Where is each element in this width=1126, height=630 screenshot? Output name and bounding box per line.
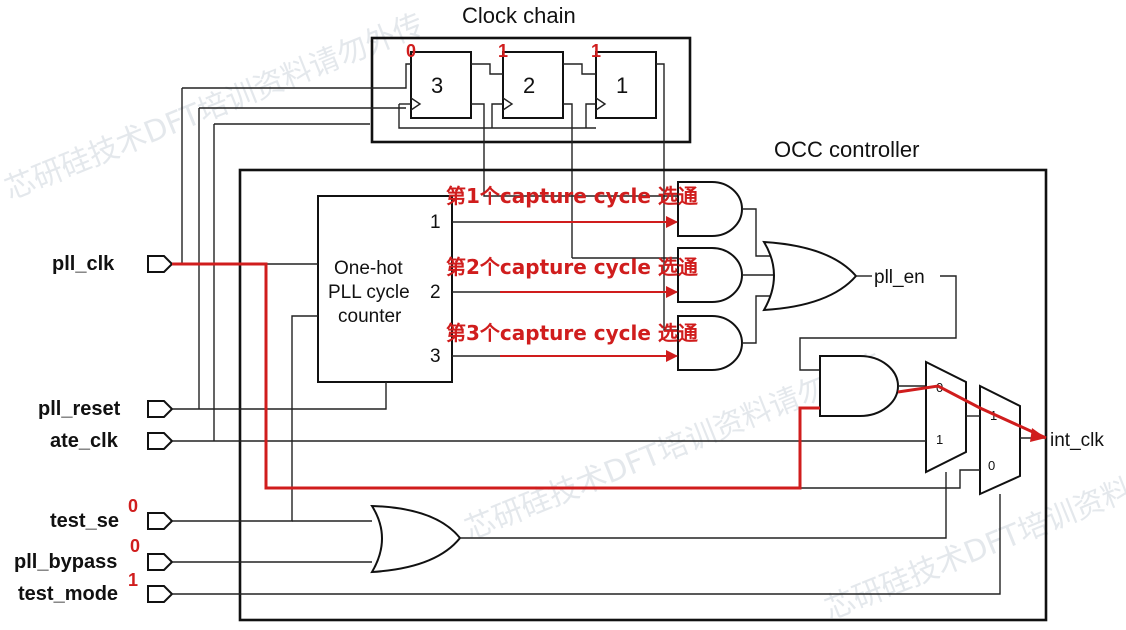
svg-text:test_mode: test_mode — [18, 583, 118, 605]
capture-arrow-2 — [500, 286, 678, 298]
and-gate-enable — [819, 355, 899, 417]
counter-label-line3: counter — [338, 306, 402, 327]
and-gate-capture-3 — [677, 315, 743, 371]
flop-2-value: 1 — [498, 41, 508, 61]
or-gate-bypass — [370, 504, 462, 574]
svg-text:3: 3 — [431, 73, 443, 98]
flip-flop-1: 1 — [595, 51, 657, 119]
int-clk-label: int_clk — [1050, 430, 1104, 451]
mux-2-in0: 0 — [988, 458, 995, 473]
svg-text:test_se: test_se — [50, 510, 119, 532]
occ-title: OCC controller — [774, 137, 919, 162]
port-test-se: test_se 0 — [50, 496, 174, 532]
svg-text:ate_clk: ate_clk — [50, 430, 119, 452]
capture-label-3: 第3个capture cycle 选通 — [446, 321, 698, 345]
svg-text:pll_bypass: pll_bypass — [14, 551, 117, 573]
counter-label-line1: One-hot — [334, 258, 403, 279]
mux-1 — [925, 360, 967, 474]
flop-3-value: 0 — [406, 41, 416, 61]
counter-output-3: 3 — [430, 346, 441, 367]
svg-text:pll_reset: pll_reset — [38, 398, 121, 420]
port-pll-reset: pll_reset — [38, 398, 174, 420]
svg-text:pll_clk: pll_clk — [52, 253, 115, 275]
capture-label-1: 第1个capture cycle 选通 — [446, 184, 698, 208]
mux-2 — [979, 384, 1021, 496]
counter-output-2: 2 — [430, 282, 441, 303]
flip-flop-2: 2 — [502, 51, 564, 119]
or-gate-pll-en — [762, 240, 858, 312]
counter-label-line2: PLL cycle — [328, 282, 410, 303]
port-ate-clk: ate_clk — [50, 430, 174, 452]
capture-arrow-3 — [500, 350, 678, 362]
mux-1-in1: 1 — [936, 432, 943, 447]
clock-chain-box — [370, 36, 692, 144]
test-mode-value: 1 — [128, 570, 138, 590]
capture-arrow-1 — [500, 216, 678, 228]
and-gate-capture-2 — [677, 247, 743, 303]
test-se-value: 0 — [128, 496, 138, 516]
clock-chain-title: Clock chain — [462, 3, 576, 28]
flip-flop-3: 3 — [410, 51, 472, 119]
arrow-int-clk — [1030, 428, 1046, 442]
active-clock-path — [172, 262, 820, 490]
watermark: 芯研硅技术DFT培训资料请勿外传 — [820, 427, 1126, 627]
port-pll-clk: pll_clk — [52, 253, 174, 275]
pll-cycle-counter — [317, 195, 453, 383]
pll-en-label: pll_en — [874, 267, 925, 288]
capture-label-2: 第2个capture cycle 选通 — [446, 255, 698, 279]
counter-output-1: 1 — [430, 212, 441, 233]
svg-text:2: 2 — [523, 73, 535, 98]
port-test-mode: test_mode 1 — [18, 570, 174, 605]
occ-box — [238, 168, 1048, 622]
pll-bypass-value: 0 — [130, 536, 140, 556]
svg-text:1: 1 — [616, 73, 628, 98]
and-gate-capture-1 — [677, 181, 743, 237]
flop-1-value: 1 — [591, 41, 601, 61]
port-pll-bypass: pll_bypass 0 — [14, 536, 174, 573]
